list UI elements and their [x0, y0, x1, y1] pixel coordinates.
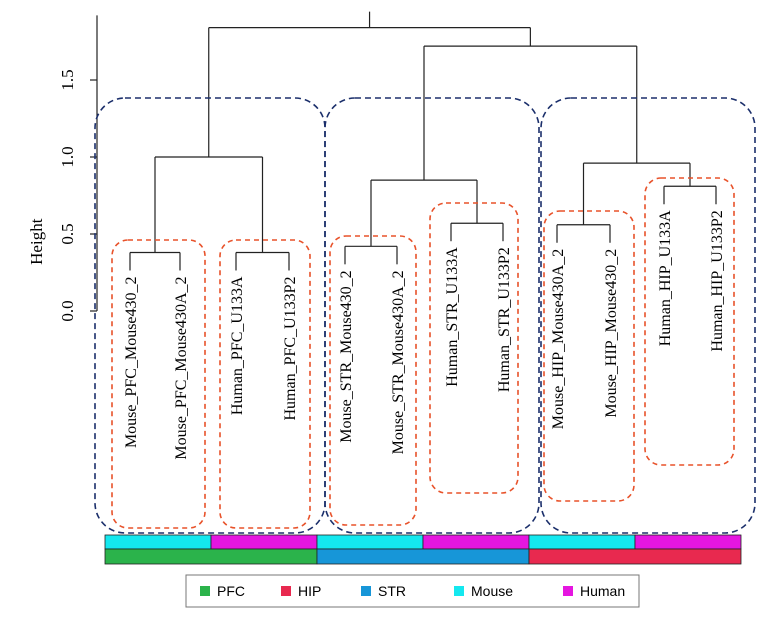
leaf-label: Human_HIP_U133A [657, 210, 674, 346]
legend-label: HIP [298, 583, 321, 599]
leaf-label: Mouse_STR_Mouse430A_2 [390, 270, 407, 454]
legend-label: STR [378, 583, 406, 599]
annotation-segment-human [210, 534, 318, 550]
legend-swatch [563, 586, 573, 596]
species-outline [644, 177, 735, 466]
y-tick-label: 1.5 [58, 69, 77, 90]
leaf-label: Human_STR_U133A [444, 247, 461, 387]
annotation-segment-hip [528, 548, 742, 565]
annotation-segment-str [316, 548, 530, 565]
leaf-label: Human_PFC_U133A [229, 276, 246, 415]
species-outline [111, 239, 206, 529]
leaf-label: Mouse_PFC_Mouse430A_2 [173, 276, 190, 459]
annotation-segment-pfc [104, 548, 318, 565]
legend-swatch [361, 586, 371, 596]
annotation-segment-human [422, 534, 530, 550]
legend-swatch [454, 586, 464, 596]
legend-swatch [281, 586, 291, 596]
species-outline [219, 239, 311, 529]
leaf-label: Mouse_HIP_Mouse430A_2 [550, 249, 567, 429]
leaf-label: Human_PFC_U133P2 [282, 276, 299, 420]
legend-label: PFC [217, 583, 245, 599]
legend-swatch [200, 586, 210, 596]
region-outline [540, 97, 756, 534]
dendrogram-tree [129, 11, 717, 271]
annotation-segment-mouse [528, 534, 636, 550]
cluster-outlines [94, 97, 756, 534]
leaf-labels: Mouse_PFC_Mouse430_2 Mouse_PFC_Mouse430A_… [123, 210, 726, 460]
annotation-bars [104, 534, 742, 565]
y-tick-label: 0.0 [58, 300, 77, 321]
leaf-label: Mouse_PFC_Mouse430_2 [123, 276, 140, 448]
leaf-label: Human_HIP_U133P2 [709, 210, 726, 351]
species-outline [329, 235, 417, 526]
y-tick-label: 0.5 [58, 223, 77, 244]
annotation-segment-mouse [104, 534, 212, 550]
annotation-segment-mouse [316, 534, 424, 550]
region-outline [324, 97, 540, 534]
leaf-label: Human_STR_U133P2 [496, 247, 513, 392]
annotation-segment-human [634, 534, 742, 550]
legend: PFC HIP STR Mouse Human [185, 574, 640, 608]
y-tick-label: 1.0 [58, 146, 77, 167]
leaf-label: Mouse_HIP_Mouse430_2 [603, 249, 620, 418]
leaf-label: Mouse_STR_Mouse430_2 [338, 270, 355, 442]
y-axis-title: Height [27, 218, 46, 265]
legend-label: Human [580, 583, 625, 599]
legend-label: Mouse [471, 583, 513, 599]
species-outline [543, 210, 635, 502]
species-outline [429, 202, 519, 494]
